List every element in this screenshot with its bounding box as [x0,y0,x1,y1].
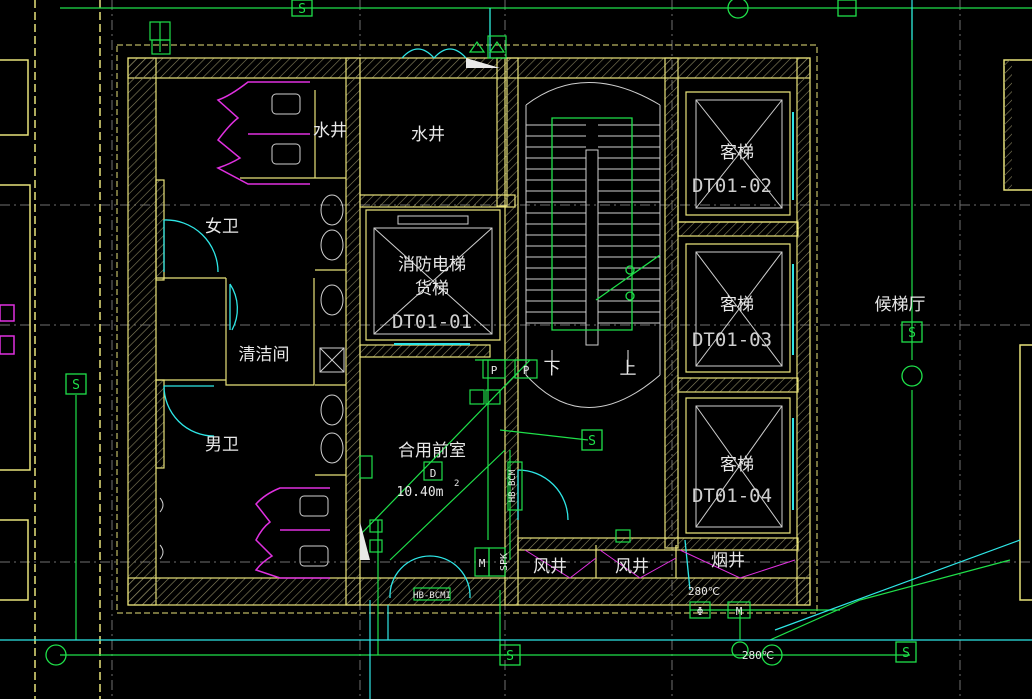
white-damper-wedge-2 [360,522,370,560]
s-symbol-boxes [65,0,923,666]
s-label-1: S [298,2,306,17]
label-fire-elevator: 消防电梯 [398,255,466,275]
label-janitor: 清洁间 [239,345,290,365]
elevator-shaft-crosses [373,99,783,528]
outer-walls [116,44,818,614]
label-dt01-04: DT01-04 [692,485,772,507]
staircase [525,82,661,408]
label-men-wc: 男卫 [205,435,239,455]
label-water-shaft-small: 水井 [313,121,347,141]
label-dt01-02: DT01-02 [692,175,772,197]
phi-box-label: Φ [697,605,704,618]
door-tag-bottom: HB-BCMI [413,591,451,601]
toilet-cubicles [216,81,330,579]
spk-label: SPK [499,553,510,571]
fire-damper-label-2: 280℃ [742,649,774,662]
right-wall-hatch [1004,60,1012,190]
m-box-right-label: M [736,605,743,618]
speaker-symbols [45,0,923,666]
label-stair-down: 下 [544,359,561,379]
s-label-3: S [588,434,596,449]
left-magenta-marker-1 [0,304,15,322]
door-tag-vertical: HB-BCM [508,469,518,502]
s-label-4: S [908,326,916,341]
plumbing-fixtures [159,93,345,567]
detector-icons [149,21,507,553]
label-stair-up: 上 [620,359,637,379]
partition-lines [156,78,797,578]
label-dt01-01: DT01-01 [392,311,472,333]
fire-damper-label-1: 280℃ [688,585,720,598]
left-magenta-marker-2 [0,335,15,355]
label-elev-04: 客梯 [720,455,754,475]
s-label-5: S [506,649,514,664]
label-air-shaft-1: 风井 [533,557,567,577]
equipment-lines [60,7,1032,656]
label-lobby-area: 10.40m [397,485,444,500]
label-waiting-hall: 候梯厅 [875,295,926,315]
equipment-box-labels: P P M D Φ M [430,364,743,618]
s-label-2: S [72,378,80,393]
elevator-doors [394,112,794,510]
elevator-id-labels: DT01-01 DT01-02 DT01-03 DT01-04 [392,175,772,507]
label-shared-lobby: 合用前室 [398,441,466,461]
shaft-zigzags [524,549,796,579]
s-label-6: S [902,646,910,661]
label-water-shaft: 水井 [411,125,445,145]
d-box-label: D [430,467,437,480]
label-elev-03: 客梯 [720,295,754,315]
label-women-wc: 女卫 [205,217,239,237]
m-box-label: M [479,557,486,570]
label-air-shaft-2: 风井 [615,557,649,577]
room-labels: 女卫 男卫 清洁间 水井 水井 消防电梯 货梯 合用前室 客梯 客梯 客梯 候梯… [205,121,926,577]
s-symbol-labels: S S S S S S [72,2,916,664]
left-adjacent-walls [0,0,101,699]
p-box-2-label: P [523,364,530,377]
label-freight-elevator: 货梯 [415,279,449,299]
white-damper-wedge [466,58,500,68]
label-lobby-area-sup: 2 [454,479,459,489]
door-swings [163,48,691,599]
stair-treads [526,124,660,324]
label-smoke-shaft: 烟井 [711,551,745,571]
label-elev-02: 客梯 [720,143,754,163]
stair-guide [551,117,661,331]
p-box-1-label: P [491,364,498,377]
label-dt01-03: DT01-03 [692,329,772,351]
equipment-boxes [359,359,751,619]
